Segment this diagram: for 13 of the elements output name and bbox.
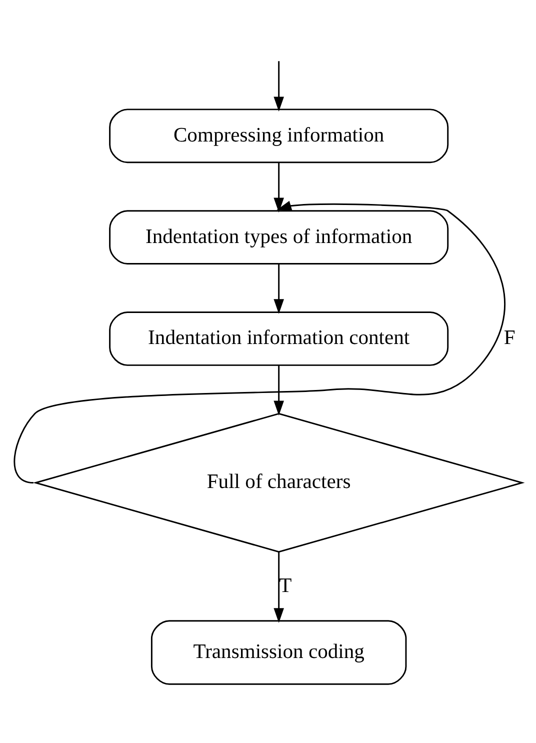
node-diamond: Full of characters bbox=[32, 412, 525, 552]
node-box: Indentation types of information bbox=[109, 210, 449, 264]
edge-label: F bbox=[504, 326, 516, 349]
node-box: Transmission coding bbox=[150, 620, 407, 684]
arrow bbox=[274, 364, 284, 416]
node-box: Compressing information bbox=[109, 108, 449, 163]
arrow bbox=[274, 162, 284, 212]
arrow bbox=[274, 60, 284, 111]
arrow bbox=[274, 264, 284, 314]
arrow bbox=[274, 552, 284, 622]
arrow bbox=[14, 200, 506, 483]
edge-label: T bbox=[279, 574, 292, 596]
node-box: Indentation information content bbox=[109, 311, 449, 366]
